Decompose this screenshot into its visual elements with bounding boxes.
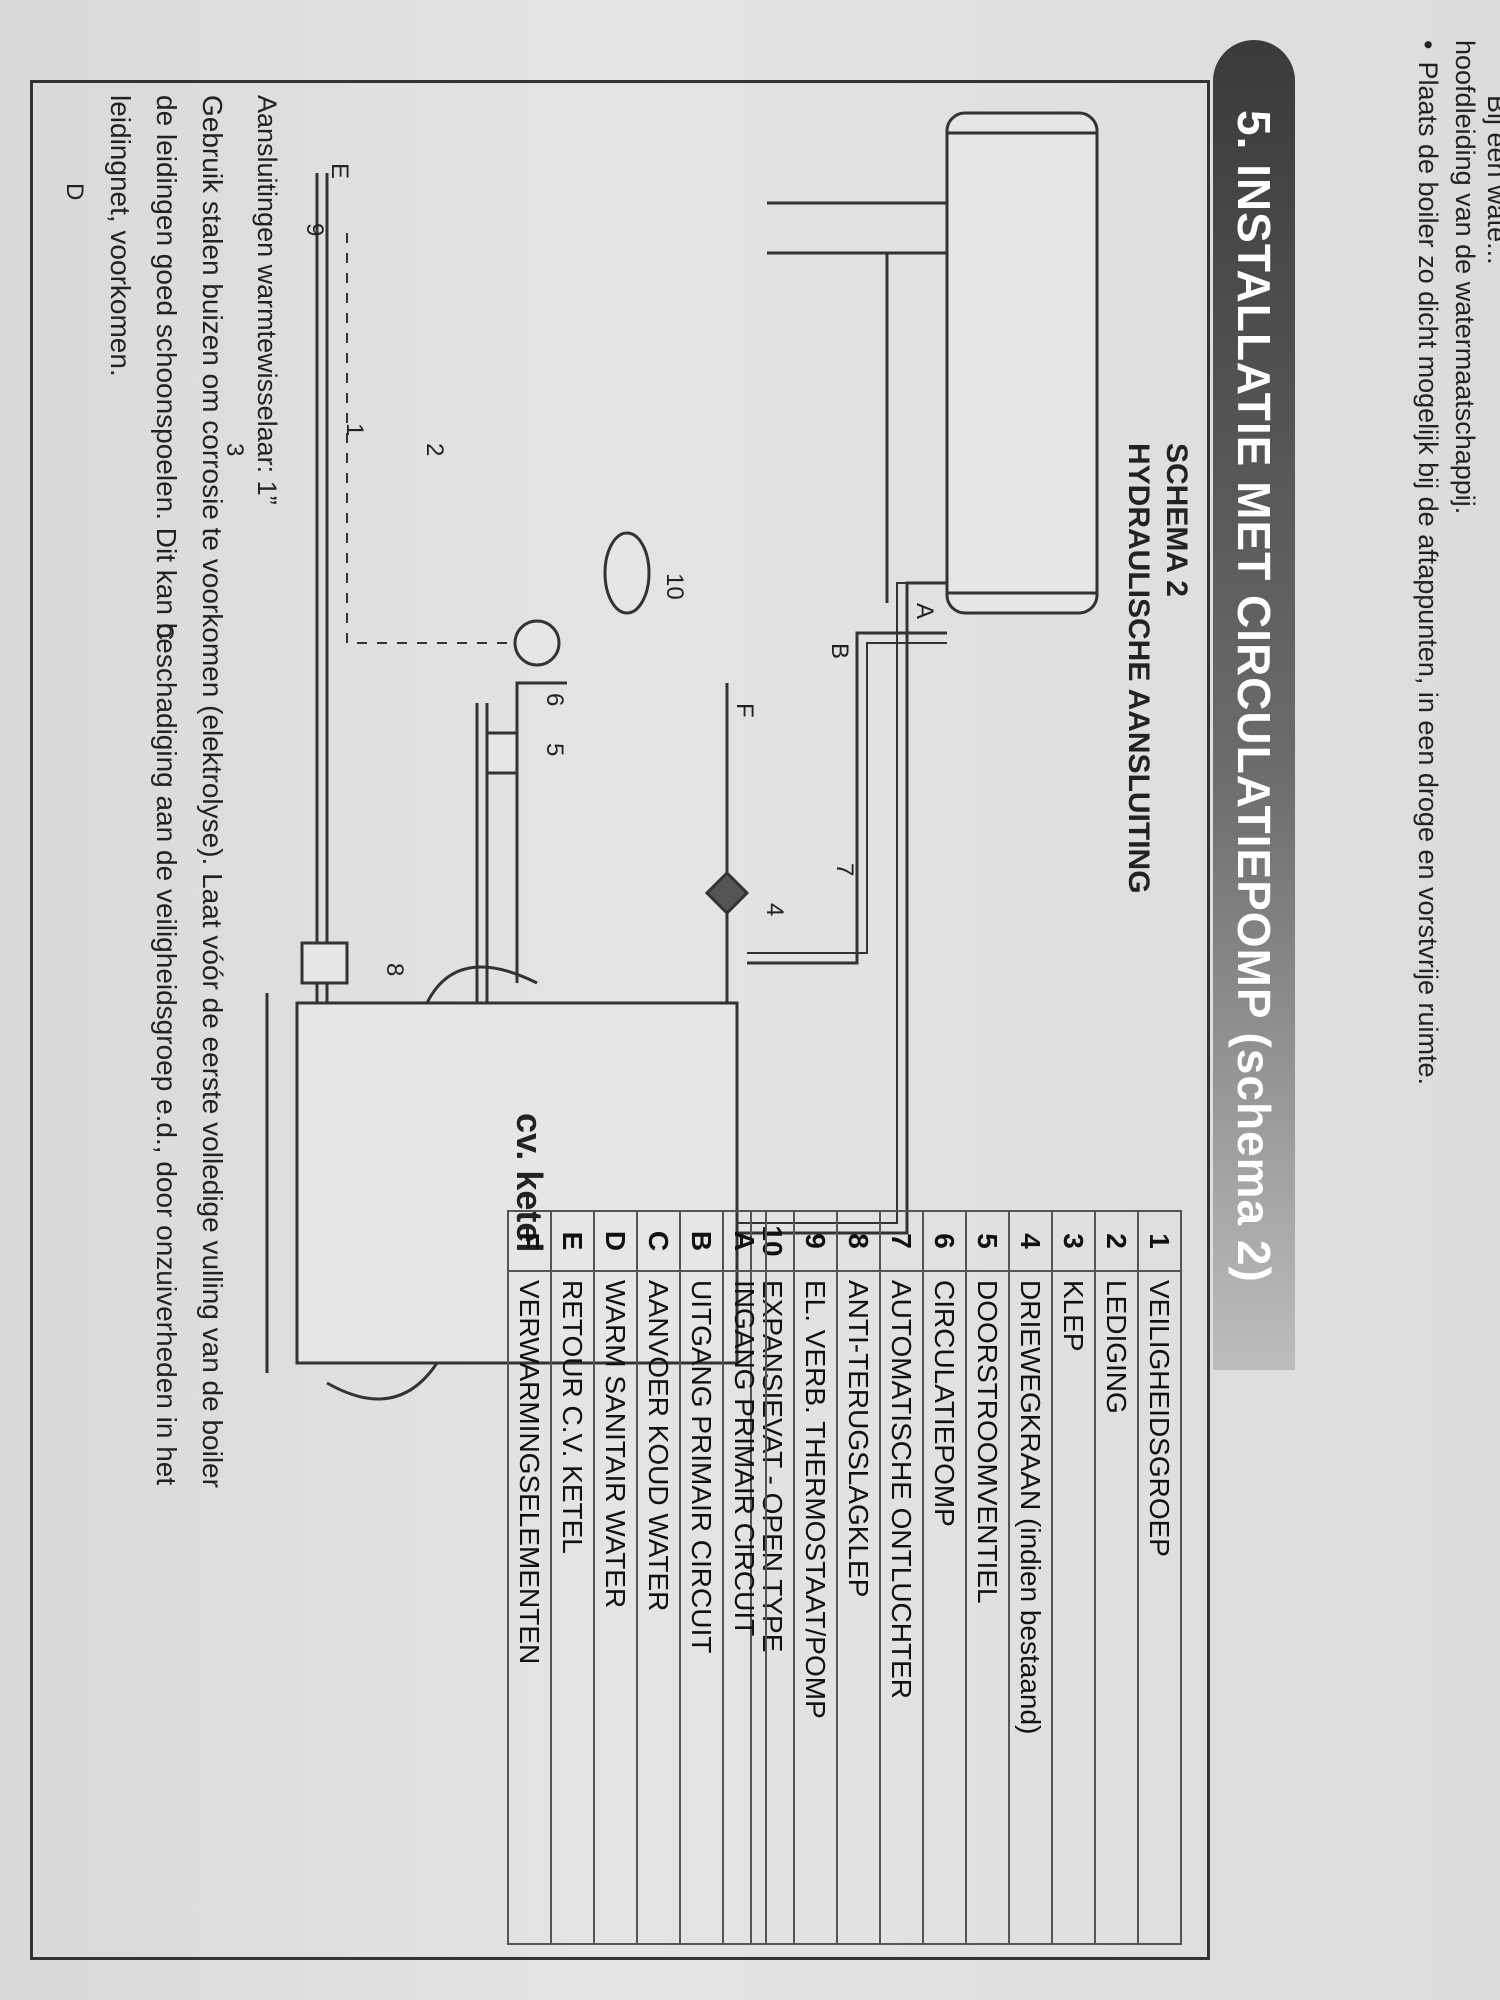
legend-number-label: LEDIGING	[1095, 1271, 1138, 1944]
intro-line-1: hoofdleiding van de watermaatschappij.	[1450, 40, 1480, 515]
legend-number-label: DOORSTROOMVENTIEL	[966, 1271, 1009, 1944]
legend-number-label: VEILIGHEIDSGROEP	[1138, 1271, 1181, 1944]
note-line-1: Gebruik stalen buizen om corrosie te voo…	[197, 95, 228, 1488]
label-1: 1	[341, 423, 368, 436]
label-6: 6	[541, 693, 568, 706]
legend-number-code: 3	[1052, 1211, 1095, 1271]
note-line-3: leidingnet, voorkomen.	[105, 95, 136, 377]
legend-letter-code: D	[594, 1211, 637, 1271]
label-5: 5	[541, 743, 568, 756]
legend-number-label: DRIEWEGKRAAN (indien bestaand)	[1009, 1271, 1052, 1944]
pipe-c	[885, 251, 947, 603]
schema-frame: SCHEMA 2 HYDRAULISCHE AANSLUITING cv. ke…	[30, 80, 1210, 1960]
anti-return-valve	[300, 941, 349, 985]
intro-line-top: Bij een wate...	[1482, 95, 1500, 265]
legend-letter-code: E	[551, 1211, 594, 1271]
legend-number-label: KLEP	[1052, 1271, 1095, 1944]
dashed-9	[346, 233, 507, 644]
legend-letter-label: VERWARMINGSELEMENTEN	[508, 1271, 551, 1944]
label-7: 7	[831, 863, 858, 876]
legend-number-code: 1	[1138, 1211, 1181, 1271]
legend-number-code: 5	[966, 1211, 1009, 1271]
legend-number-code: 8	[837, 1211, 880, 1271]
legend-letter-label: UITGANG PRIMAIR CIRCUIT	[680, 1271, 723, 1944]
label-2: 2	[421, 443, 448, 456]
legend-number-label: AUTOMATISCHE ONTLUCHTER	[880, 1271, 923, 1944]
label-8: 8	[381, 963, 408, 976]
legend-number-label: CIRCULATIEPOMP	[923, 1271, 966, 1944]
label-4: 4	[761, 903, 788, 916]
boiler-tank	[945, 111, 1099, 615]
label-b: B	[826, 643, 853, 659]
legend-letter-label: RETOUR C.V. KETEL	[551, 1271, 594, 1944]
label-d: D	[61, 183, 88, 200]
note-heading: Aansluitingen warmtewisselaar: 1”	[252, 95, 282, 505]
schema-subtitle: HYDRAULISCHE AANSLUITING	[1122, 443, 1155, 894]
schema-title: SCHEMA 2	[1160, 443, 1193, 597]
three-way-valve	[704, 870, 750, 916]
label-e: E	[326, 163, 353, 179]
pipe-return	[515, 681, 567, 983]
legend-number-label: ANTI-TERUGSLAGKLEP	[837, 1271, 880, 1944]
ketel-label: cv. ketel	[509, 1113, 550, 1252]
legend-number-label: EL. VERB. THERMOSTAAT/POMP	[794, 1271, 837, 1944]
intro-line-2: Plaats de boiler zo dicht mogelijk bij d…	[1412, 40, 1443, 1085]
flow-valve	[485, 731, 519, 775]
label-f: F	[731, 703, 758, 718]
flue-right	[326, 1362, 439, 1401]
circulation-pump	[513, 619, 561, 667]
label-10: 10	[661, 573, 688, 600]
legend-letter-code: B	[680, 1211, 723, 1271]
legend-number-code: 7	[880, 1211, 923, 1271]
label-a: A	[911, 603, 938, 619]
hydraulic-diagram: SCHEMA 2 HYDRAULISCHE AANSLUITING cv. ke…	[61, 111, 1193, 1401]
legend-number-code: 6	[923, 1211, 966, 1271]
legend-letter-code: C	[637, 1211, 680, 1271]
legend-number-code: 4	[1009, 1211, 1052, 1271]
note-line-2: de leidingen goed schoonspoelen. Dit kan…	[151, 95, 182, 1486]
legend-letter-code: A	[723, 1211, 766, 1271]
pipe-b	[747, 631, 947, 965]
flue-left	[425, 965, 538, 1004]
label-c: C	[151, 623, 178, 640]
legend-number-code: 9	[794, 1211, 837, 1271]
label-3: 3	[221, 443, 248, 456]
legend-letter-label: WARM SANITAIR WATER	[594, 1271, 637, 1944]
expansion-vessel	[603, 531, 651, 615]
cv-ketel-body	[295, 1001, 739, 1365]
pipe-b-inner	[747, 642, 947, 954]
legend-number-code: 2	[1095, 1211, 1138, 1271]
label-9: 9	[301, 223, 328, 236]
legend-letter-label: AANVOER KOUD WATER	[637, 1271, 680, 1944]
legend-letter-code: F	[508, 1211, 551, 1271]
legend-letter-label: INGANG PRIMAIR CIRCUIT	[723, 1271, 766, 1944]
section-title-banner: 5. INSTALLATIE MET CIRCULATIEPOMP (schem…	[1213, 40, 1295, 1370]
